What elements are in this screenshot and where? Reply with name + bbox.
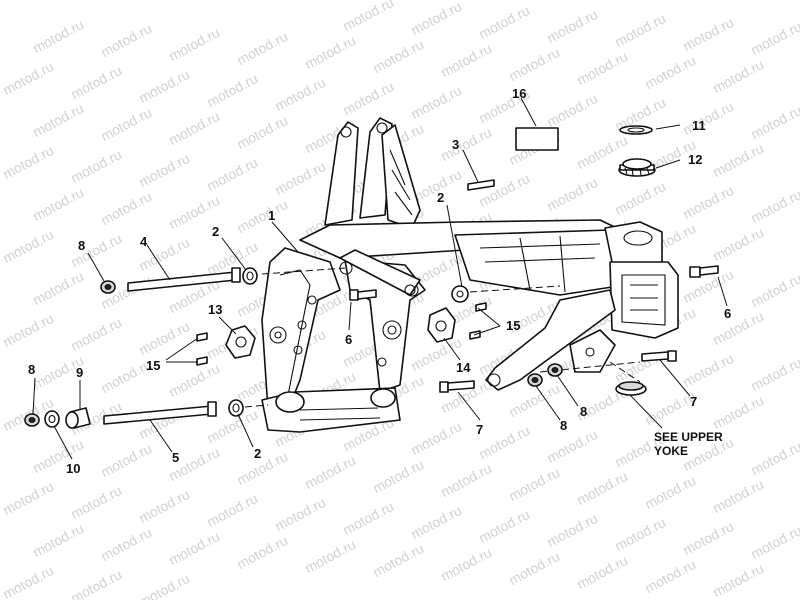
bracket-13	[225, 325, 256, 359]
callout-2-upper: 2	[212, 224, 219, 239]
callout-9: 9	[76, 365, 83, 380]
washer-10	[44, 410, 60, 428]
screws-15-left	[196, 332, 208, 366]
callout-15-left: 15	[146, 358, 160, 373]
plate-16	[515, 127, 559, 151]
callout-8-rear-b: 8	[580, 404, 587, 419]
callout-7-rear: 7	[690, 394, 697, 409]
callout-4: 4	[140, 234, 148, 249]
callout-8-rear-a: 8	[560, 418, 567, 433]
lower-bearing	[615, 381, 647, 396]
callout-6-left: 6	[345, 332, 352, 347]
callout-11: 11	[692, 118, 706, 133]
callout-1: 1	[268, 208, 275, 223]
upper-yoke-note: SEE UPPER YOKE	[654, 430, 723, 458]
bolt-6-right	[689, 265, 719, 278]
callout-10: 10	[66, 461, 80, 476]
callout-14: 14	[456, 360, 471, 375]
long-bolt-5	[103, 401, 217, 425]
note-line-1: SEE UPPER	[654, 430, 723, 444]
stud-3	[467, 179, 495, 191]
washer-11	[619, 125, 653, 135]
callout-3: 3	[452, 137, 459, 152]
callout-2-lower: 2	[254, 446, 261, 461]
bracket-14	[427, 307, 456, 343]
bolt-6-left	[349, 289, 377, 301]
nut-8-upper	[100, 280, 116, 294]
main-frame	[261, 117, 679, 433]
callout-5: 5	[172, 450, 179, 465]
note-line-2: YOKE	[654, 444, 688, 458]
nut-8-lower	[24, 413, 40, 427]
sleeve-9	[65, 407, 91, 429]
callout-7-lower: 7	[476, 422, 483, 437]
callout-6-right: 6	[724, 306, 731, 321]
spacer-2-mid	[451, 285, 469, 303]
bolt-7-lower	[439, 380, 475, 393]
nut-8-rear-a	[527, 373, 543, 387]
callout-labels: 1 2 2 2 3 4 5 6 6 7 7 8 8 8 8 9 10 11 12…	[28, 86, 731, 476]
callout-15-right: 15	[506, 318, 520, 333]
callout-2-mid: 2	[437, 190, 444, 205]
spacer-2-upper	[242, 267, 258, 285]
bearing-12	[618, 158, 656, 177]
spacer-2-lower	[228, 399, 244, 417]
callout-8-upper: 8	[78, 238, 85, 253]
callout-8-lower: 8	[28, 362, 35, 377]
nut-8-rear-b	[547, 363, 563, 377]
callout-16: 16	[512, 86, 526, 101]
callout-13: 13	[208, 302, 222, 317]
bolt-7-rear	[641, 350, 677, 362]
long-bolt-4	[127, 267, 241, 292]
leader-lines	[32, 97, 728, 460]
callout-12: 12	[688, 152, 702, 167]
